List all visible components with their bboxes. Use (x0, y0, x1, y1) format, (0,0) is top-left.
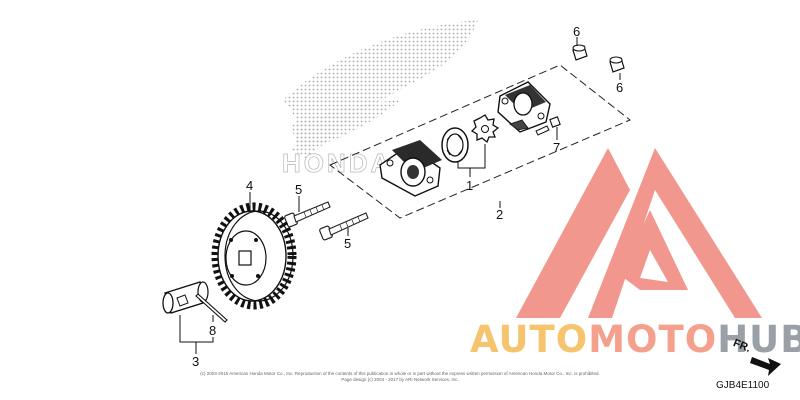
dowel-pin-lower (609, 56, 625, 73)
callout-6a: 6 (573, 24, 580, 39)
watermark-logo-icon (516, 148, 762, 318)
callout-2: 2 (496, 207, 503, 222)
pump-cover (497, 81, 551, 133)
callout-8: 8 (209, 323, 216, 338)
oil-pump-assembly-box (329, 64, 631, 219)
callout-3: 3 (192, 354, 199, 369)
honda-logo-text: HONDA (282, 148, 392, 178)
oil-pump-shaft (162, 281, 209, 314)
callout-5b: 5 (344, 236, 351, 251)
callout-5a: 5 (295, 182, 302, 197)
bolt-lower (319, 212, 369, 241)
bolt-upper (284, 201, 331, 228)
callout-1: 1 (466, 178, 473, 193)
callout-4: 4 (246, 178, 253, 193)
copyright-notice: (c) 2003-2015 American Honda Motor Co., … (200, 371, 600, 382)
watermark-text: AUTOMOTOHUB (470, 318, 800, 361)
leader-lines (179, 37, 621, 354)
oil-pump-body (379, 140, 442, 197)
front-direction-arrow-icon (750, 357, 781, 376)
callout-7: 7 (553, 140, 560, 155)
drive-pin (195, 293, 228, 323)
small-bolt (535, 116, 561, 136)
oil-pump-driven-gear (211, 202, 297, 310)
honda-wing-background: HONDA (282, 20, 478, 178)
inner-rotor (470, 114, 500, 144)
outer-rotor (441, 127, 469, 163)
dowel-pin-upper (572, 44, 588, 61)
diagram-code: GJB4E1100 (716, 380, 770, 391)
callout-6b: 6 (616, 80, 623, 95)
